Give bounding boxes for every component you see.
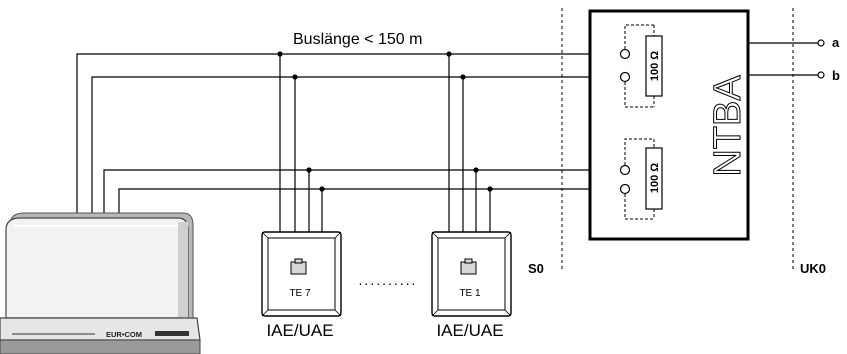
resistor-1: 100 Ω (645, 35, 663, 97)
pbx-display-bar (155, 331, 189, 336)
bus-wire-1 (76, 53, 620, 232)
bus-wire-3 (103, 169, 620, 232)
outlet-te7-label: IAE/UAE (266, 321, 333, 340)
outlet-ellipsis: .......... (359, 272, 418, 288)
resistor-2-label: 100 Ω (649, 163, 661, 193)
junction-dots (277, 51, 493, 192)
ntba-label: NTBA (707, 75, 749, 177)
outlet-te1-label: IAE/UAE (436, 321, 503, 340)
uk0-wires (748, 39, 825, 79)
terminal-b-label: b (832, 68, 840, 83)
bus-wires (76, 53, 620, 232)
outlet-te1: TE 1 (431, 231, 512, 317)
terminal-a-label: a (832, 35, 840, 50)
resistor-1-label: 100 Ω (649, 51, 661, 81)
bus-wire-4 (118, 188, 620, 232)
ntba-box (588, 9, 750, 241)
pbx-brand-label: EUR•COM (106, 330, 142, 339)
socket-icon (290, 258, 307, 275)
bus-wire-2 (91, 76, 620, 232)
resistor-2: 100 Ω (645, 147, 663, 210)
bus-length-label: Buslänge < 150 m (293, 31, 422, 48)
outlet-te7: TE 7 (261, 231, 342, 317)
ntba-terminals (619, 48, 631, 195)
outlet-te7-device-label: TE 7 (289, 288, 311, 299)
resistor-dashed-boxes (624, 24, 655, 220)
uk0-label: UK0 (800, 261, 826, 276)
pbx-device: EUR•COM (0, 212, 201, 354)
s0-label: S0 (528, 261, 544, 276)
socket-icon (460, 258, 477, 275)
outlet-te1-device-label: TE 1 (459, 288, 481, 299)
